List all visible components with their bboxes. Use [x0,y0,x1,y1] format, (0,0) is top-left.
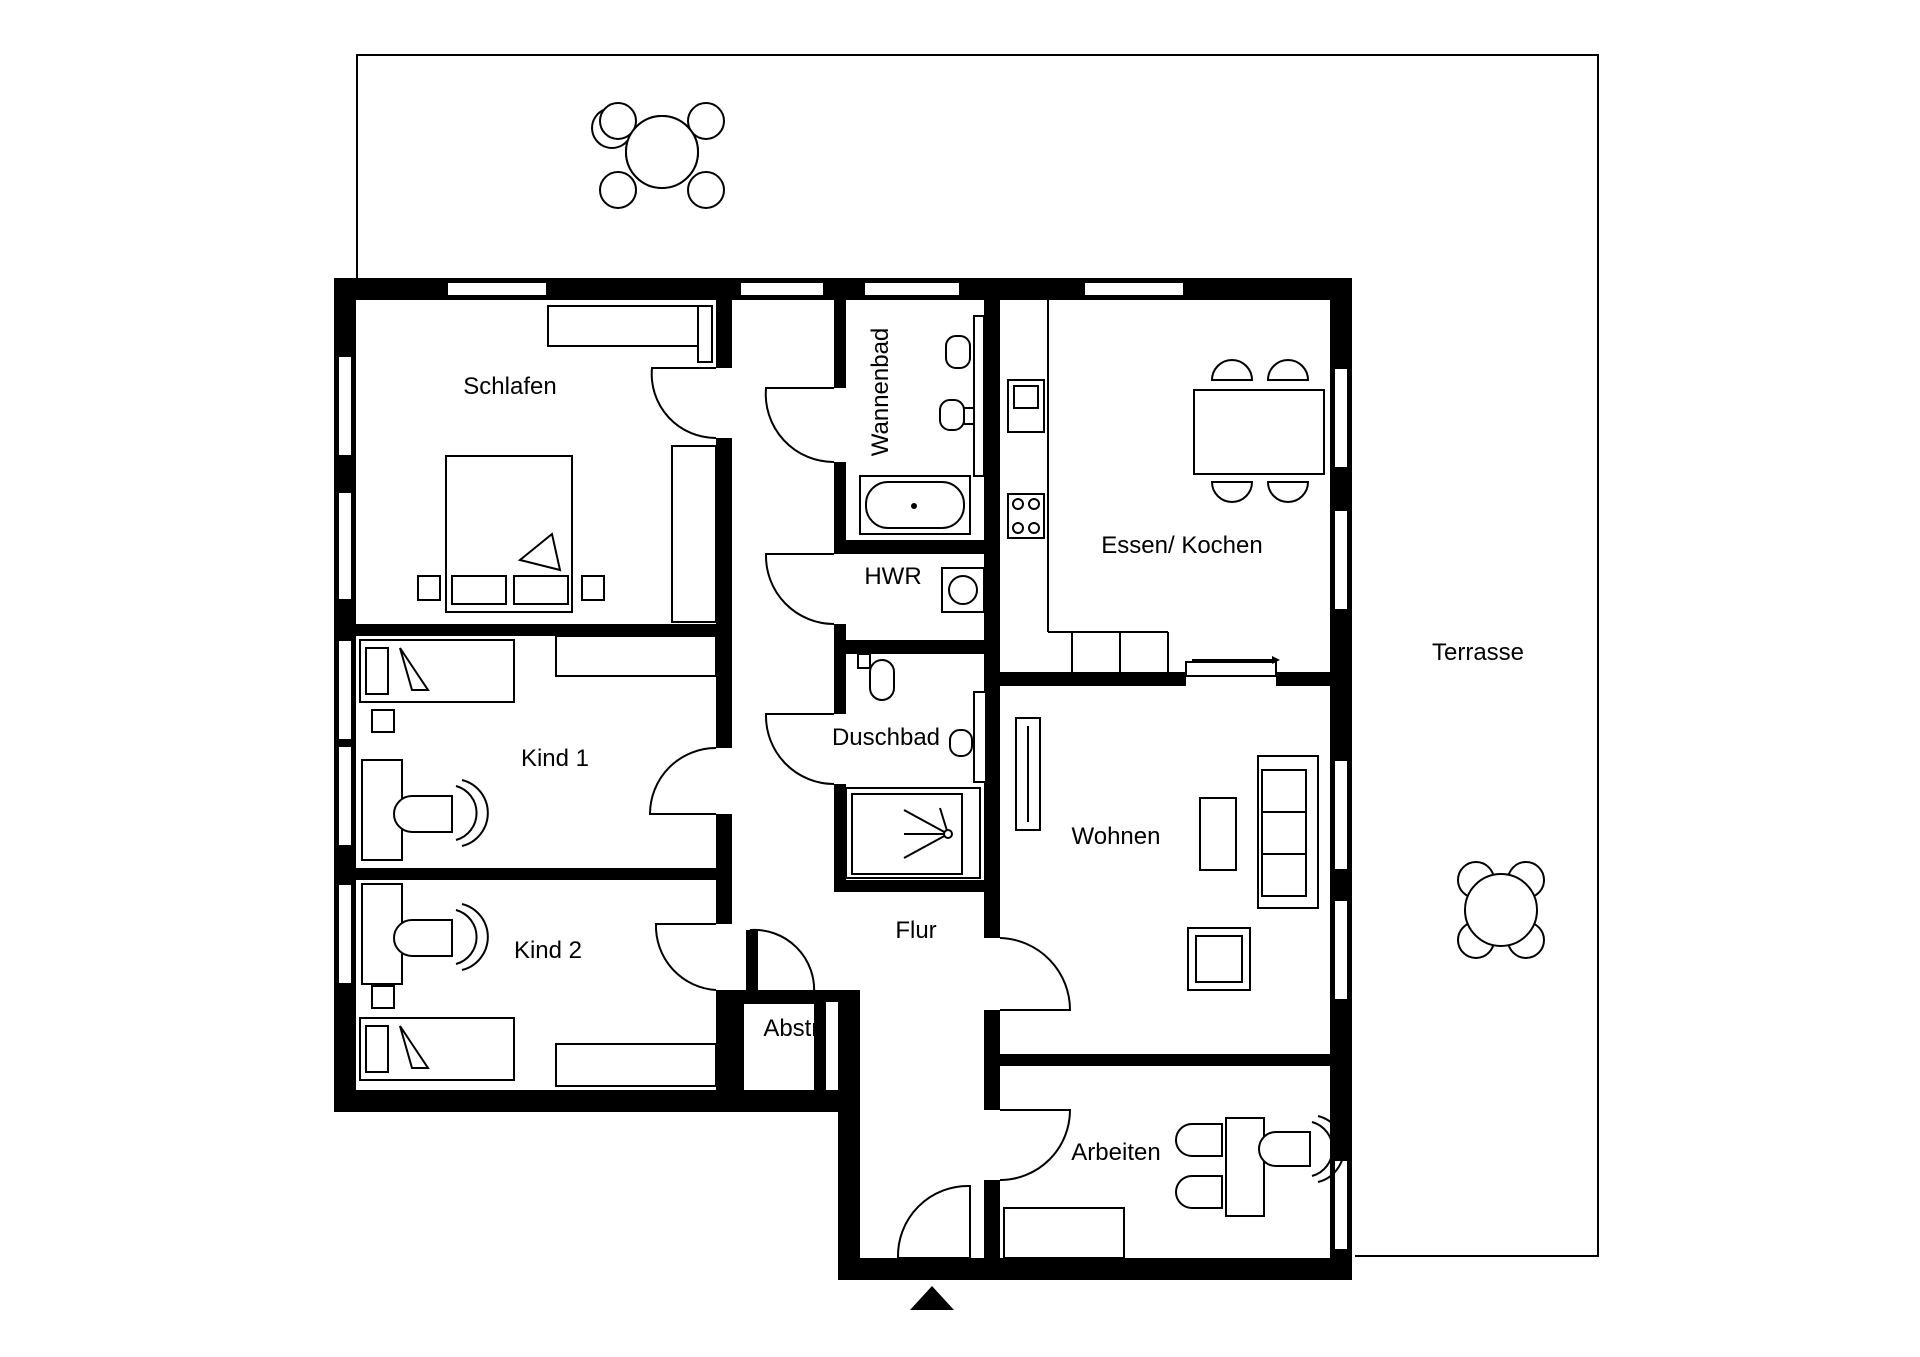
room-label-kind2: Kind 2 [514,937,582,964]
room-label-wohnen: Wohnen [1072,823,1161,850]
room-label-abstr: Abstr. [763,1015,824,1042]
room-label-wannenbad: Wannenbad [867,328,894,457]
room-label-arbeiten: Arbeiten [1071,1139,1160,1166]
room-label-flur: Flur [895,917,936,944]
windows [337,281,1349,1251]
room-label-duschbad: Duschbad [832,724,940,751]
terrace-outline [356,54,1599,1257]
terrace-table-right [1457,861,1545,959]
furniture [359,300,1345,1259]
room-labels: Schlafen Wannenbad Essen/ Kochen HWR Ter… [463,328,1524,1166]
doors [648,367,1072,1259]
entrance-arrow-icon [910,1286,954,1310]
room-label-schlafen: Schlafen [463,373,556,400]
room-label-essen-kochen: Essen/ Kochen [1101,532,1262,559]
room-label-hwr: HWR [864,563,921,590]
room-label-kind1: Kind 1 [521,745,589,772]
terrace-table-top [591,102,725,209]
room-label-terrasse: Terrasse [1432,639,1524,666]
